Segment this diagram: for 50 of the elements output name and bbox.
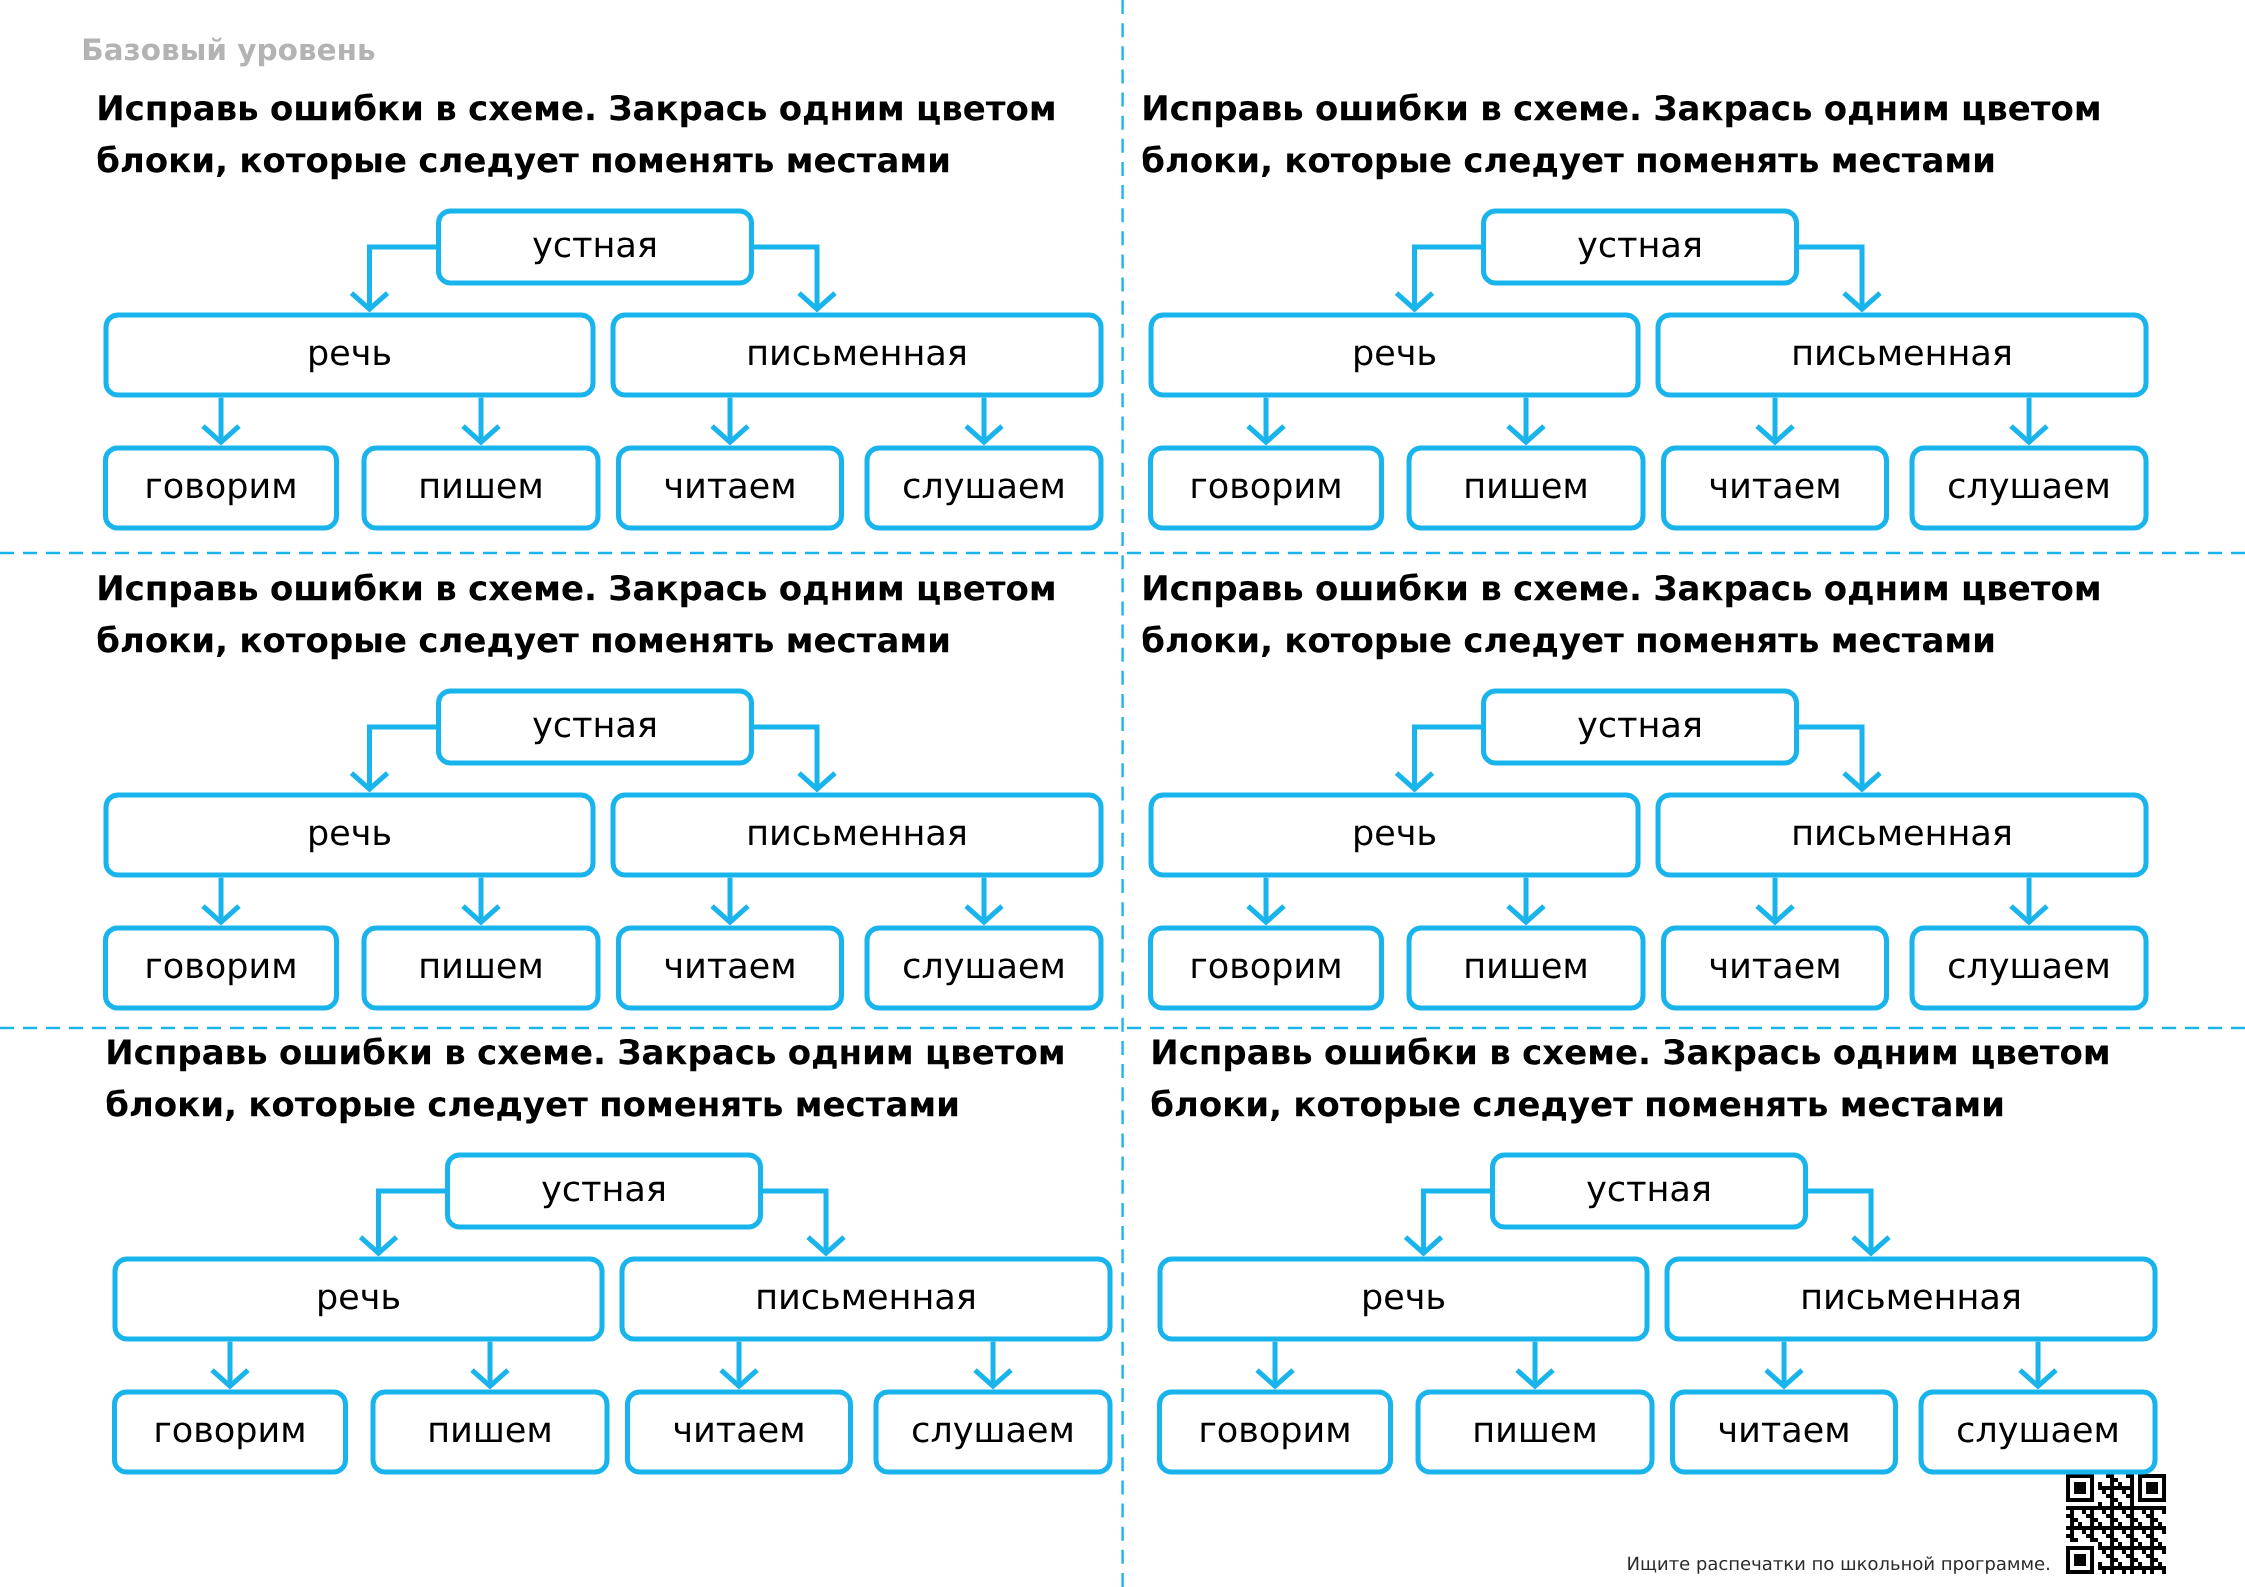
concept-box: речь [1157,1256,1650,1342]
concept-box: письменная [1664,1256,2158,1342]
concept-box: слушаем [864,445,1104,531]
concept-box: читаем [1670,1389,1898,1475]
concept-box: слушаем [1909,925,2149,1011]
concept-box: устная [436,688,754,766]
concept-box: письменная [1655,312,2149,398]
concept-box: читаем [1661,925,1890,1011]
concept-box: устная [1490,1152,1808,1230]
concept-box: пишем [1415,1389,1655,1475]
concept-box: речь [1148,312,1641,398]
concept-box: пишем [1406,925,1646,1011]
concept-box: письменная [619,1256,1113,1342]
concept-box: читаем [616,445,844,531]
concept-box: слушаем [873,1389,1113,1475]
instruction-text: Исправь ошибки в схеме. Закрась одним цветом блоки, которые следует поменять местами [97,573,1054,660]
concept-box: говорим [103,925,339,1011]
concept-box: говорим [1157,1389,1393,1475]
concept-box: говорим [1148,925,1384,1011]
concept-box: слушаем [1909,445,2149,531]
instruction-text: Исправь ошибки в схеме. Закрась одним цветом блоки, которые следует поменять местами [1142,573,2099,660]
instruction-text: Исправь ошибки в схеме. Закрась одним цветом блоки, которые следует поменять местами [1151,1037,2108,1124]
concept-box: читаем [616,925,844,1011]
concept-box: говорим [112,1389,348,1475]
concept-box: пишем [361,445,601,531]
instruction-text: Исправь ошибки в схеме. Закрась одним цветом блоки, которые следует поменять местами [97,93,1054,180]
concept-box: слушаем [1918,1389,2158,1475]
concept-box: читаем [625,1389,853,1475]
concept-box: речь [112,1256,605,1342]
concept-box: пишем [361,925,601,1011]
concept-box: устная [445,1152,763,1230]
instruction-text: Исправь ошибки в схеме. Закрась одним цветом блоки, которые следует поменять местами [106,1037,1063,1124]
concept-box: речь [103,792,596,878]
concept-box: устная [1481,208,1800,286]
concept-box: пишем [370,1389,610,1475]
concept-box: пишем [1406,445,1646,531]
concept-box: письменная [610,792,1104,878]
concept-box: речь [1148,792,1641,878]
level-label: Базовый уровень [83,37,375,67]
concept-box: речь [103,312,596,398]
concept-box: устная [1481,688,1800,766]
instruction-text: Исправь ошибки в схеме. Закрась одним цветом блоки, которые следует поменять местами [1142,93,2099,180]
concept-box: читаем [1661,445,1890,531]
concept-box: письменная [1655,792,2149,878]
footer-note: Ищите распечатки по школьной программе. [1628,1556,2049,1574]
concept-box: устная [436,208,754,286]
concept-box: говорим [103,445,339,531]
concept-box: говорим [1148,445,1384,531]
concept-box: слушаем [864,925,1104,1011]
concept-box: письменная [610,312,1104,398]
